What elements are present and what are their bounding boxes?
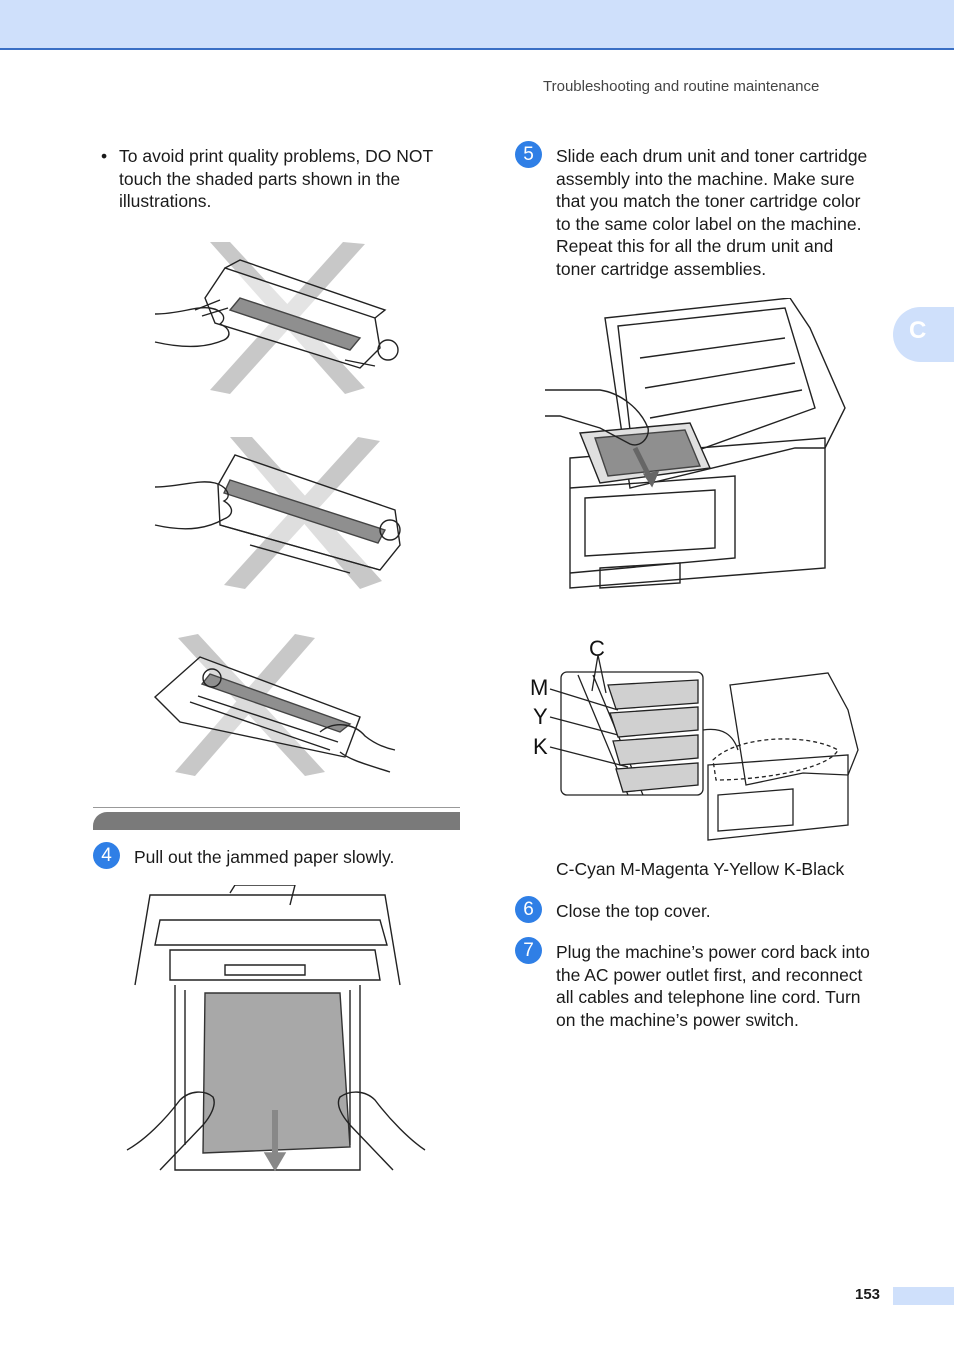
step-5-line: Repeat this for all the drum unit and <box>556 236 834 256</box>
paper-jam-illustration <box>126 885 426 1172</box>
toner-cartridge-illustration <box>154 242 399 394</box>
bullet-line: To avoid print quality problems, DO NOT <box>119 146 434 166</box>
label-c: C <box>589 636 605 661</box>
bullet-line: illustrations. <box>119 191 212 211</box>
bullet-item: • <box>101 146 107 167</box>
step-4-text: Pull out the jammed paper slowly. <box>134 847 395 867</box>
step-number-7: 7 <box>515 937 542 964</box>
step-5-line: assembly into the machine. Make sure <box>556 168 855 189</box>
bullet-symbol: • <box>101 146 108 166</box>
chapter-tab: C <box>893 307 954 362</box>
step-7-line: all cables and telephone line cord. Turn <box>556 987 861 1007</box>
label-m: M <box>530 675 549 700</box>
step-7-text: Plug the machine’s power cord back into … <box>556 941 870 1031</box>
insert-drum-illustration <box>545 298 846 589</box>
running-title: Troubleshooting and routine maintenance <box>543 78 820 95</box>
step-5-line: toner cartridge assemblies. <box>556 258 767 279</box>
step-5-line: Slide each drum unit and toner cartridge <box>556 146 868 166</box>
step-6-text: Close the top cover. <box>556 901 711 921</box>
drum-unit-illustration <box>154 437 401 589</box>
step-7-line: on the machine’s power switch. <box>556 1009 799 1030</box>
header-band <box>0 0 954 50</box>
color-legend: C-Cyan M-Magenta Y-Yellow K-Black <box>556 859 845 879</box>
bullet-line: touch the shaded parts shown in the <box>119 168 401 189</box>
step-7-line: Plug the machine’s power cord back into <box>556 942 870 962</box>
section-bar <box>93 812 460 830</box>
step-5-line: that you match the toner cartridge color <box>556 191 861 211</box>
step-5-text: Slide each drum unit and toner cartridge… <box>556 145 867 280</box>
step-number-4: 4 <box>93 842 120 869</box>
bullet-text: To avoid print quality problems, DO NOT … <box>119 145 433 213</box>
label-k: K <box>533 734 548 759</box>
step-5-line: to the same color label on the machine. <box>556 213 862 234</box>
step-number-5: 5 <box>515 141 542 168</box>
chapter-tab-letter: C <box>909 317 927 344</box>
label-y: Y <box>533 704 548 729</box>
step-7-line: the AC power outlet first, and reconnect <box>556 964 863 985</box>
page-number: 153 <box>855 1286 881 1303</box>
step-number-6: 6 <box>515 896 542 923</box>
drum-underside-illustration <box>153 634 396 776</box>
section-divider <box>93 807 460 808</box>
color-label-illustration <box>549 655 859 841</box>
footer-band <box>893 1287 954 1305</box>
